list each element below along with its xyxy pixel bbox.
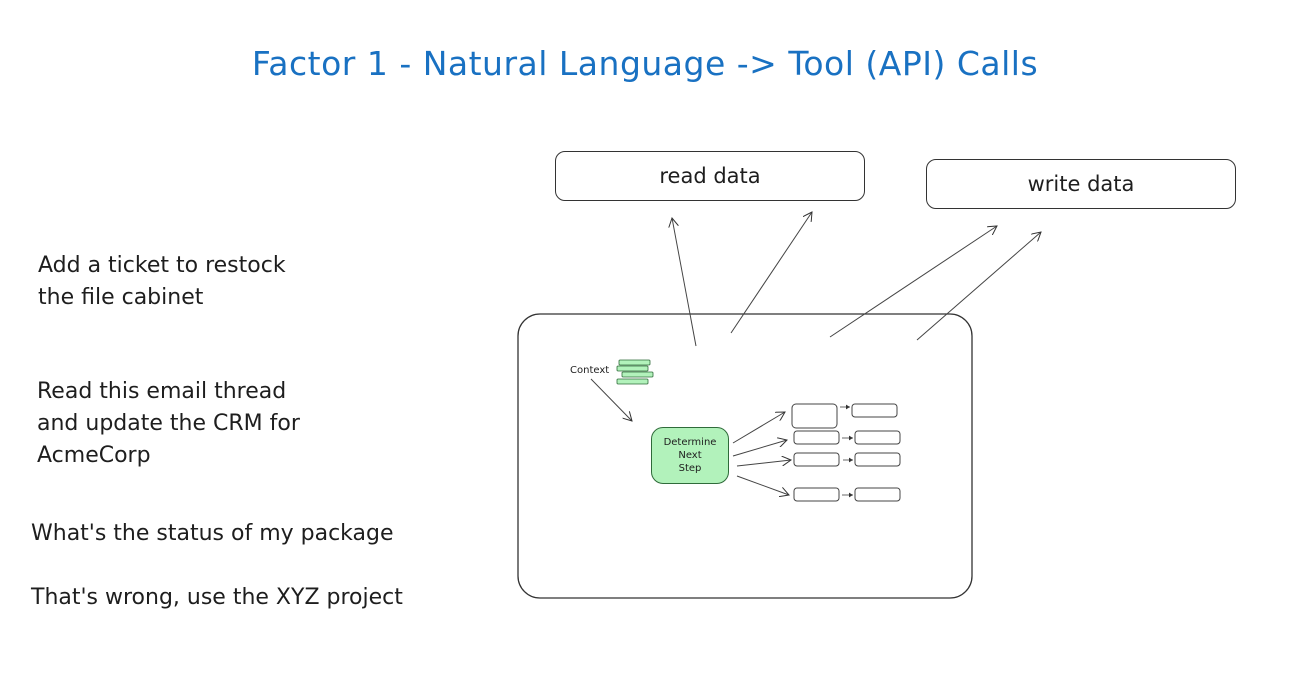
arrow-read-2 [730, 212, 812, 334]
write-data-box: write data [926, 159, 1236, 209]
tool-steps [791, 403, 901, 502]
arrow-write-2 [916, 232, 1041, 341]
agent-container [517, 313, 973, 599]
arrow-context [590, 378, 632, 421]
prompt-xyz-project: That's wrong, use the XYZ project [31, 585, 403, 610]
determine-next-step-node: Determine Next Step [651, 427, 729, 484]
prompt-read-email: Read this email thread and update the CR… [37, 379, 300, 468]
prompt-add-ticket: Add a ticket to restock the file cabinet [38, 253, 286, 310]
context-label: Context [570, 365, 610, 376]
arrow-read-1 [672, 218, 697, 347]
arrow-write-1 [829, 226, 997, 338]
prompt-package-status: What's the status of my package [31, 521, 394, 546]
context-stack [616, 359, 654, 385]
read-data-box: read data [555, 151, 865, 201]
diagram-title: Factor 1 - Natural Language -> Tool (API… [251, 44, 1039, 83]
